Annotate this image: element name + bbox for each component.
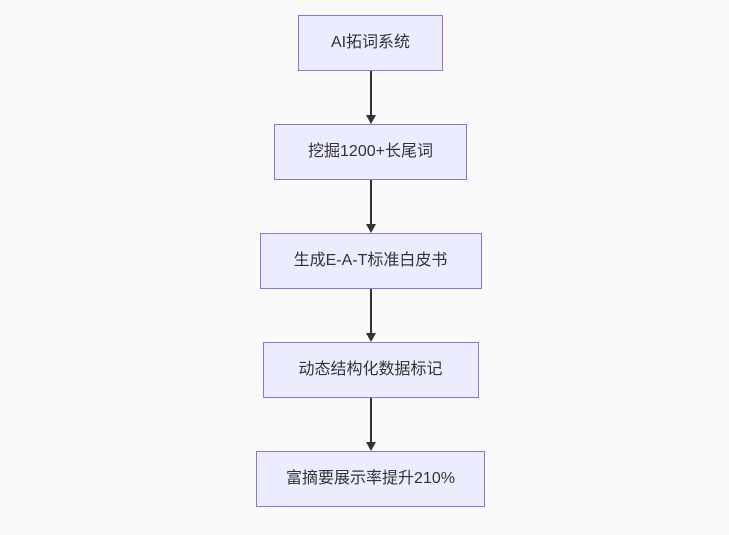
arrow-line (369, 180, 372, 224)
flow-node-label: AI拓词系统 (330, 34, 411, 51)
flowchart-column: AI拓词系统 挖掘1200+长尾词 生成E-A-T标准白皮书 动态结构化数据标记 (6, 15, 729, 507)
flow-node-longtail-mining: 挖掘1200+长尾词 (274, 124, 467, 180)
arrowhead-down-icon (365, 224, 376, 233)
edge-a-to-b (365, 71, 376, 124)
flow-node-ai-keyword-system: AI拓词系统 (298, 15, 443, 71)
arrow-line (369, 289, 372, 333)
arrowhead-down-icon (365, 115, 376, 124)
flow-node-label: 生成E-A-T标准白皮书 (293, 252, 448, 269)
edge-d-to-e (365, 398, 376, 451)
flow-node-rich-snippet-result: 富摘要展示率提升210% (256, 451, 485, 507)
flow-node-label: 挖掘1200+长尾词 (308, 143, 433, 160)
arrow-line (369, 398, 372, 442)
arrowhead-down-icon (365, 442, 376, 451)
flow-node-eat-whitepaper: 生成E-A-T标准白皮书 (259, 233, 482, 289)
edge-c-to-d (365, 289, 376, 342)
flow-node-label: 富摘要展示率提升210% (286, 470, 455, 487)
arrowhead-down-icon (365, 333, 376, 342)
flow-node-structured-data-markup: 动态结构化数据标记 (262, 342, 479, 398)
edge-b-to-c (365, 180, 376, 233)
arrow-line (369, 71, 372, 115)
flow-node-label: 动态结构化数据标记 (298, 361, 443, 378)
